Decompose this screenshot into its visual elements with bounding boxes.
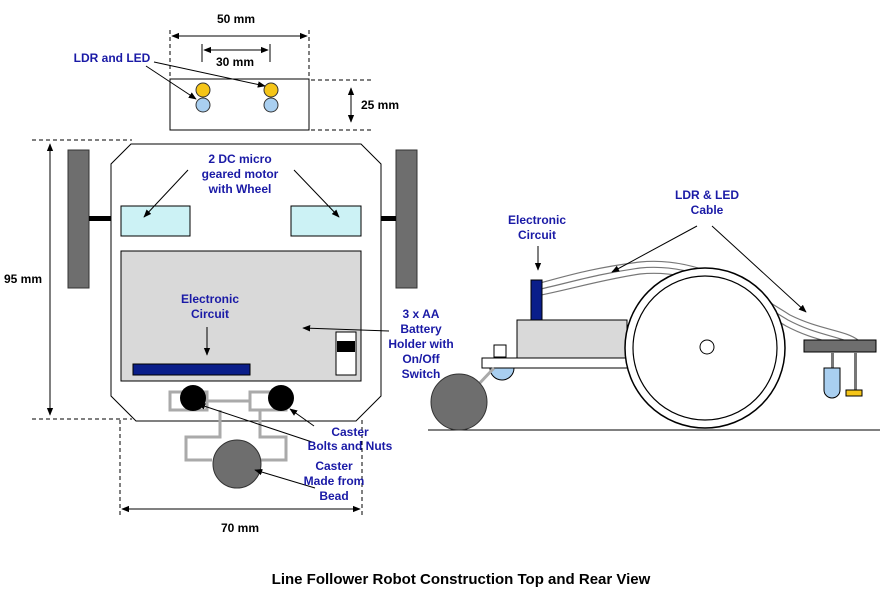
label-circuit-side-2: Circuit (518, 228, 556, 242)
side-caster-bead (430, 373, 488, 431)
label-battery-5: Switch (402, 367, 441, 381)
dimension-labels: 50 mm 30 mm 25 mm 95 mm 70 mm (4, 12, 399, 535)
sensor-board (169, 78, 310, 131)
circuit-strip (132, 363, 251, 376)
ldr-left (195, 82, 211, 98)
left-wheel (67, 149, 90, 289)
sensor-board-dimensions (169, 30, 372, 131)
diagram-title: Line Follower Robot Construction Top and… (272, 571, 651, 588)
side-battery-box (516, 319, 628, 359)
left-motor (120, 205, 191, 237)
side-led (823, 367, 841, 399)
label-ldr-led: LDR and LED (74, 51, 151, 65)
label-motor-2: geared motor (202, 167, 279, 181)
label-circuit-top-1: Electronic (181, 292, 239, 306)
side-wheel-hub (699, 339, 715, 355)
side-circuit-board (530, 279, 543, 321)
left-axle (89, 216, 121, 221)
label-circuit-side-1: Electronic (508, 213, 566, 227)
ldr-right (263, 82, 279, 98)
right-wheel (395, 149, 418, 289)
label-cable-2: Cable (691, 203, 724, 217)
label-battery-3: Holder with (388, 337, 453, 351)
switch-slider (337, 341, 355, 352)
dim-label-50mm: 50 mm (217, 12, 255, 26)
chassis-height-dimension (32, 139, 132, 420)
label-motor-1: 2 DC micro (208, 152, 271, 166)
caster-bead-top (212, 439, 262, 489)
label-circuit-top-2: Circuit (191, 307, 229, 321)
label-bolts-1: Caster (331, 425, 369, 439)
label-bolts-2: Bolts and Nuts (308, 439, 393, 453)
chassis-width-dimension (119, 420, 363, 515)
led-right (263, 97, 279, 113)
led-left (195, 97, 211, 113)
side-sensor-bracket (803, 339, 877, 353)
bolt-nut-right (268, 385, 294, 411)
dim-label-70mm: 70 mm (221, 521, 259, 535)
dim-label-30mm: 30 mm (216, 55, 254, 69)
label-battery-4: On/Off (402, 352, 440, 366)
side-bolt (493, 344, 507, 358)
label-battery-2: Battery (400, 322, 442, 336)
label-caster-3: Bead (319, 489, 348, 503)
label-caster-2: Made from (304, 474, 365, 488)
label-battery-1: 3 x AA (403, 307, 440, 321)
right-motor (290, 205, 362, 237)
component-labels: LDR and LED 2 DC micro geared motor with… (74, 51, 740, 503)
side-chassis-plate (481, 357, 650, 369)
side-ldr (845, 389, 863, 397)
on-off-switch (335, 331, 357, 376)
electronics-bay (120, 250, 362, 382)
label-caster-1: Caster (315, 459, 353, 473)
bolt-nut-left (180, 385, 206, 411)
dim-label-95mm: 95 mm (4, 272, 42, 286)
label-cable-1: LDR & LED (675, 188, 739, 202)
dim-label-25mm: 25 mm (361, 98, 399, 112)
label-motor-3: with Wheel (208, 182, 272, 196)
